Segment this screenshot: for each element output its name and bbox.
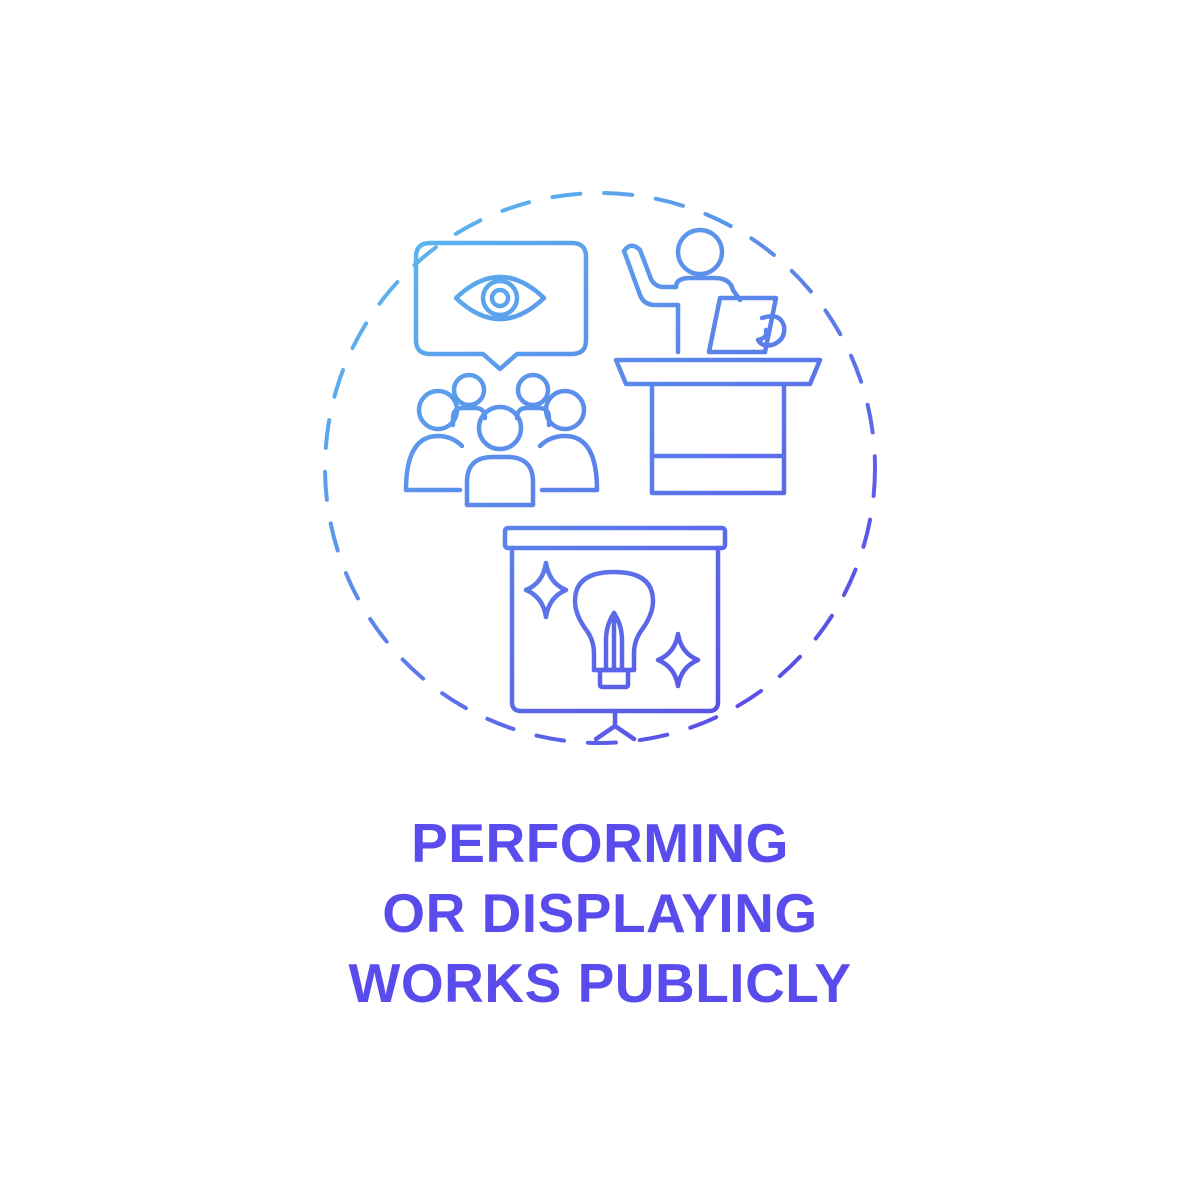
- caption-line-1: PERFORMING: [411, 812, 789, 874]
- eye-icon: [453, 274, 547, 322]
- illustration-art: [323, 191, 877, 745]
- speech-bubble-icon: [413, 240, 589, 372]
- caption-line-2: OR DISPLAYING: [382, 882, 818, 944]
- person-icon: [514, 372, 552, 428]
- audience-watching-icon: [403, 240, 600, 508]
- sparkle-icon: [655, 631, 701, 689]
- person-icon: [403, 388, 465, 493]
- caption-line-3: WORKS PUBLICLY: [348, 952, 852, 1014]
- dashed-ring: [323, 191, 877, 745]
- concept-caption: PERFORMING OR DISPLAYING WORKS PUBLICLY: [0, 808, 1200, 1018]
- speaker-at-podium-icon: [613, 227, 823, 496]
- presentation-board-lightbulb-icon: [502, 525, 728, 742]
- person-icon: [537, 388, 600, 493]
- paper-icon: [706, 295, 779, 355]
- podium-icon: [613, 357, 823, 387]
- sparkle-icon: [523, 560, 569, 620]
- lightbulb-icon: [572, 569, 656, 690]
- person-icon: [464, 404, 536, 508]
